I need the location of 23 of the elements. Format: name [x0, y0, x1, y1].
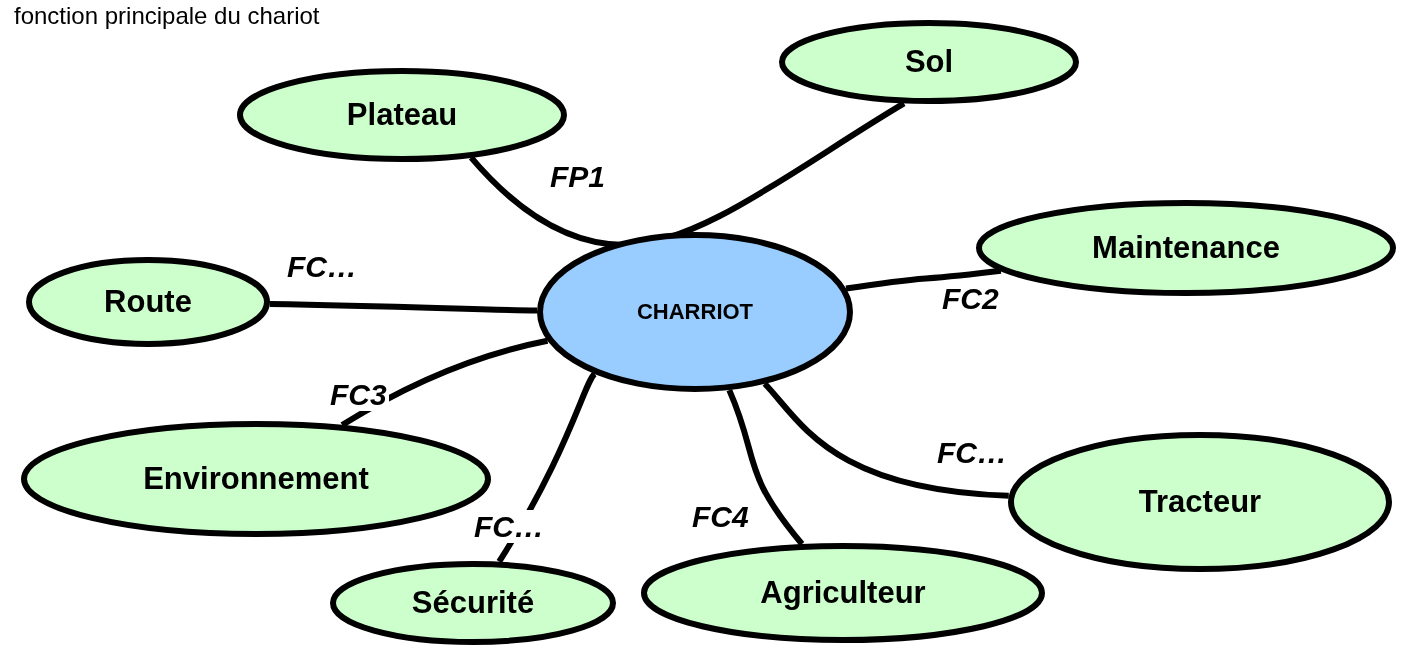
- connector-line: [762, 381, 1009, 499]
- ellipse-node: [779, 20, 1079, 104]
- node-label: Sol: [904, 44, 954, 80]
- connector-line: [269, 300, 538, 314]
- node-label: CHARRIOT: [636, 299, 754, 325]
- node-label: Environnement: [143, 461, 369, 497]
- node-label: Plateau: [346, 97, 458, 133]
- ellipse-node: [1008, 432, 1392, 572]
- ellipse-node: [330, 561, 616, 645]
- ellipse-node: [237, 68, 567, 162]
- node-label: Tracteur: [1138, 484, 1262, 520]
- connector-line: [845, 267, 1002, 292]
- connector-line: [468, 100, 906, 248]
- ellipse-node: [26, 257, 270, 347]
- node-label: Sécurité: [411, 585, 535, 621]
- note-text: fonction principale du chariot: [14, 2, 320, 30]
- ellipse-node: [537, 232, 853, 392]
- connector-line: [726, 388, 805, 546]
- node-label: Maintenance: [1092, 230, 1280, 266]
- ellipse-node: [641, 543, 1045, 643]
- node-label: Agriculteur: [760, 575, 926, 611]
- connector-line: [340, 337, 549, 428]
- node-label: Route: [104, 284, 192, 320]
